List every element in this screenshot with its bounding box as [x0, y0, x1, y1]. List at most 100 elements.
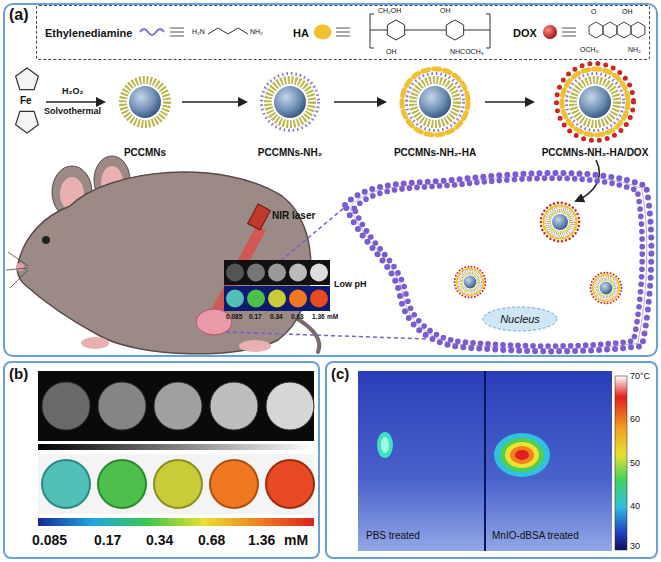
- thermal-image-part: [500, 438, 544, 472]
- mri-inset-part: [247, 290, 265, 308]
- structure-atom: H₂N: [192, 28, 205, 36]
- cell-membrane: [345, 173, 651, 351]
- structure-atom: NHCOCH₃: [450, 48, 484, 56]
- thermal-image-part: [484, 371, 486, 551]
- mri-inset-part: [268, 290, 286, 308]
- cell-membrane-part: [350, 176, 647, 349]
- reagent-name: DOX: [513, 27, 537, 40]
- process-arrow: [182, 101, 246, 103]
- mri-inset: [224, 260, 330, 311]
- ferrocene-part: [16, 68, 39, 90]
- structure-atom: OH: [622, 8, 633, 16]
- legend-symbols-part: [370, 14, 490, 48]
- mri-phantom-part: [42, 382, 90, 430]
- mri-inset-part: [226, 290, 244, 308]
- nir-laser-part: [210, 226, 266, 316]
- structure-atom: OCH₃: [580, 46, 598, 54]
- mri-inset-part: [310, 290, 328, 308]
- legend-symbols-part: [589, 22, 645, 38]
- nanoparticle: [123, 64, 634, 141]
- reaction-condition: Solvothermal: [44, 106, 101, 116]
- nir-laser-part: [248, 204, 271, 230]
- ferrocene-part: [16, 111, 39, 133]
- reagent-name: HA: [293, 27, 309, 40]
- legend-symbols-part: [314, 25, 331, 40]
- panel-frame: (c): [325, 361, 658, 559]
- mri-phantom-part: [38, 444, 314, 450]
- structure-atom: OH: [386, 48, 397, 56]
- mri-inset-part: [224, 260, 330, 285]
- concentration-value: 1.36: [312, 313, 325, 320]
- colorbar-tick: 50: [630, 458, 640, 468]
- internalized-particle: [455, 203, 622, 304]
- mouse-part: [6, 252, 28, 288]
- nanoparticle: PCCMNs-NH₂-HA/DOX: [535, 64, 655, 158]
- structure-atom: OH: [440, 7, 451, 15]
- mri-inset-part: [224, 286, 330, 311]
- mri-inset-part: [247, 264, 265, 282]
- metal-symbol: Fe: [20, 95, 32, 107]
- legend-symbols-part: [170, 28, 184, 36]
- mri-inset-part: [226, 264, 244, 282]
- colorbar-tick: 40: [630, 501, 640, 511]
- ferrocene: [16, 68, 39, 133]
- legend-box: Ethylenediamine HA DOX: [36, 5, 650, 60]
- legend-symbols-part: [387, 20, 404, 40]
- particle-name: PCCMNs: [124, 147, 166, 159]
- legend-symbols-part: [336, 28, 350, 36]
- particle-name: PCCMNs-NH₂-HA/DOX: [542, 147, 649, 159]
- thermal-image-part: [494, 433, 550, 477]
- legend-symbols: [140, 14, 645, 48]
- mouse-part: [42, 236, 50, 244]
- panel-letter: (c): [331, 365, 349, 382]
- cell-membrane-part: [345, 173, 651, 351]
- nucleus-label: Nucleus: [500, 313, 540, 326]
- colorbar-tick: 60: [630, 414, 640, 424]
- structure-atom: NH₂: [250, 28, 263, 36]
- unit-label: mM: [327, 313, 338, 320]
- mri-phantom-part: [38, 454, 314, 514]
- legend-symbols-part: [562, 28, 576, 36]
- reaction-arrow: [46, 101, 104, 103]
- mri-phantom-part: [42, 460, 90, 508]
- mouse-part: [16, 263, 24, 271]
- thermal-image-part: [515, 450, 529, 460]
- mri-inset-part: [268, 264, 286, 282]
- mri-inset-part: [289, 290, 307, 308]
- concentration-value: 0.34: [146, 532, 173, 548]
- mri-inset-part: [289, 264, 307, 282]
- mri-phantom-part: [210, 382, 258, 430]
- thermal-image: [358, 371, 627, 551]
- tumor: [196, 309, 232, 335]
- mri-phantom-part: [154, 460, 202, 508]
- nanoparticle-part: [123, 80, 167, 124]
- panel-letter: (a): [9, 6, 29, 24]
- nanoparticle-part: [402, 69, 468, 135]
- panel-letter: (b): [9, 365, 28, 382]
- process-arrow: [485, 101, 533, 103]
- mri-phantom-part: [266, 460, 314, 508]
- nucleus-ellipse: Nucleus: [482, 306, 558, 332]
- nanoparticle-part: [262, 74, 319, 131]
- thermal-image-part: [381, 437, 389, 453]
- structure-atom: CH₂OH: [378, 7, 401, 15]
- internalized-particle-part: [591, 273, 622, 304]
- panel-frame: (b): [3, 361, 320, 559]
- nanoparticle: PCCMNs-NH₂-HA: [387, 64, 483, 158]
- mri-phantom-part: [98, 460, 146, 508]
- colorbar-tick: 70°C: [630, 371, 650, 381]
- nanoparticle: PCCMNs: [110, 64, 180, 158]
- concentration-value: 0.085: [32, 532, 67, 548]
- reagent-name: Ethylenediamine: [45, 27, 132, 40]
- legend-symbols-part: [140, 29, 164, 35]
- thermal-image-part: [505, 442, 539, 468]
- panel-frame: (a) Ethylenediamine HA DOX PCCMNs PCCMNs-NH₂ P…: [3, 3, 658, 357]
- ph-label: Low pH: [334, 279, 367, 289]
- nanoparticle: PCCMNs-NH₂: [248, 64, 332, 158]
- mri-phantom-part: [266, 382, 314, 430]
- guide-line-part: [226, 332, 428, 339]
